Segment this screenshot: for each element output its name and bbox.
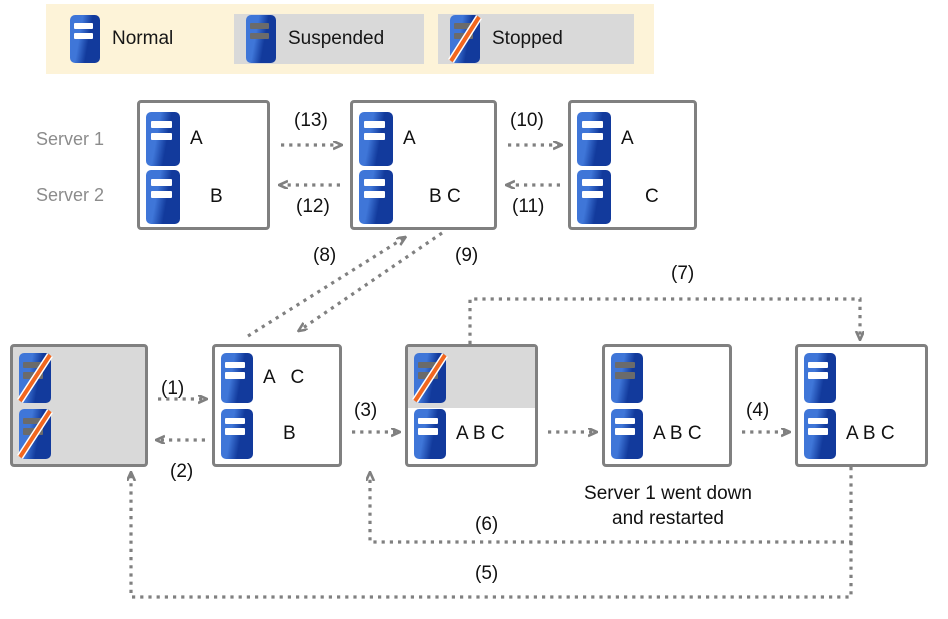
legend-item-normal: Normal [70, 14, 220, 64]
legend-label-normal: Normal [112, 28, 174, 49]
node-top-3-server-2-label: C [645, 186, 659, 207]
legend-label-stopped: Stopped [492, 28, 563, 49]
node-top-1-server-1-label: A [190, 128, 203, 149]
edge-label-3: (3) [354, 400, 378, 421]
state-node-bottom-5: A B C [795, 344, 928, 467]
server-icon-normal [414, 409, 446, 459]
stopped-slash-icon [448, 15, 482, 63]
server-icon-normal [146, 170, 180, 224]
server-icon-normal [221, 353, 253, 403]
node-bottom-1-server-2 [17, 407, 145, 461]
state-node-bottom-1 [10, 344, 148, 467]
server-icon-normal [577, 112, 611, 166]
node-top-2-server-1: A [359, 111, 493, 167]
node-bottom-3-server-1 [412, 351, 535, 405]
server-icon-stopped [448, 15, 482, 63]
node-bottom-4-server-2: A B C [611, 407, 729, 461]
legend-panel: Normal Suspended Stopped [46, 4, 654, 74]
edge-label-9: (9) [455, 245, 479, 266]
edge-label-6: (6) [475, 514, 499, 535]
row-label-server-1: Server 1 [36, 129, 105, 149]
server-icon-normal [577, 170, 611, 224]
server-icon-suspended [611, 353, 643, 403]
state-node-top-2: A B C [350, 100, 497, 230]
state-node-bottom-3: A B C [405, 344, 538, 467]
server-icon-normal [221, 409, 253, 459]
node-bottom-5-server-2: A B C [804, 407, 925, 461]
node-top-1-server-2: B [146, 169, 266, 225]
server-icon-stopped [17, 353, 53, 403]
node-top-3-server-2: C [577, 169, 693, 225]
caption-line-1: Server 1 went down [584, 483, 752, 504]
node-bottom-2-server-1: A C [221, 351, 339, 405]
node-top-2-server-1-label: A [403, 128, 416, 149]
node-top-2-server-2-label: B C [429, 186, 461, 207]
node-bottom-3-server-2-label: A B C [456, 423, 505, 444]
edge-label-5: (5) [475, 563, 499, 584]
edge-label-12: (12) [296, 196, 330, 217]
state-node-top-3: A C [568, 100, 697, 230]
node-bottom-2-server-2-label: B [283, 423, 296, 444]
edge-label-10: (10) [510, 110, 544, 131]
node-top-3-server-1: A [577, 111, 693, 167]
legend-item-suspended: Suspended [234, 14, 424, 64]
server-icon-normal [611, 409, 643, 459]
stopped-slash-icon [412, 353, 448, 403]
node-bottom-4-server-1 [611, 351, 729, 405]
node-bottom-4-server-2-label: A B C [653, 423, 702, 444]
node-top-1-server-2-label: B [210, 186, 223, 207]
node-bottom-5-server-2-label: A B C [846, 423, 895, 444]
server-icon-normal [359, 112, 393, 166]
caption-line-2: and restarted [612, 508, 724, 529]
edge-label-1: (1) [161, 378, 185, 399]
server-icon-suspended [246, 15, 276, 63]
node-top-1-server-1: A [146, 111, 266, 167]
server-icon-stopped [412, 353, 448, 403]
edge-label-8: (8) [313, 245, 337, 266]
edge-label-13: (13) [294, 110, 328, 131]
stopped-slash-icon [17, 409, 53, 459]
edge-label-4: (4) [746, 400, 770, 421]
stopped-slash-icon [17, 353, 53, 403]
server-icon-normal [804, 353, 836, 403]
node-top-3-server-1-label: A [621, 128, 634, 149]
edge-label-2: (2) [170, 461, 194, 482]
node-bottom-2-server-2: B [221, 407, 339, 461]
caption-server-1-restarted: Server 1 went down and restarted [568, 481, 768, 531]
state-node-bottom-4: A B C [602, 344, 732, 467]
server-icon-normal [146, 112, 180, 166]
edge-label-7: (7) [671, 263, 695, 284]
server-icon-normal [359, 170, 393, 224]
node-bottom-5-server-1 [804, 351, 925, 405]
node-bottom-3-server-2: A B C [414, 407, 535, 461]
server-icon-stopped [17, 409, 53, 459]
state-node-top-1: A B [137, 100, 270, 230]
node-bottom-1-server-1 [17, 351, 145, 405]
state-node-bottom-2: A C B [212, 344, 342, 467]
row-label-server-2: Server 2 [36, 185, 105, 205]
node-bottom-2-server-1-label: A C [263, 367, 305, 388]
legend-item-stopped: Stopped [438, 14, 634, 64]
server-icon-normal [70, 15, 100, 63]
server-icon-normal [804, 409, 836, 459]
edge-7-arrow [468, 297, 860, 344]
edge-label-11: (11) [512, 196, 545, 217]
legend-label-suspended: Suspended [288, 28, 385, 49]
node-top-2-server-2: B C [359, 169, 493, 225]
